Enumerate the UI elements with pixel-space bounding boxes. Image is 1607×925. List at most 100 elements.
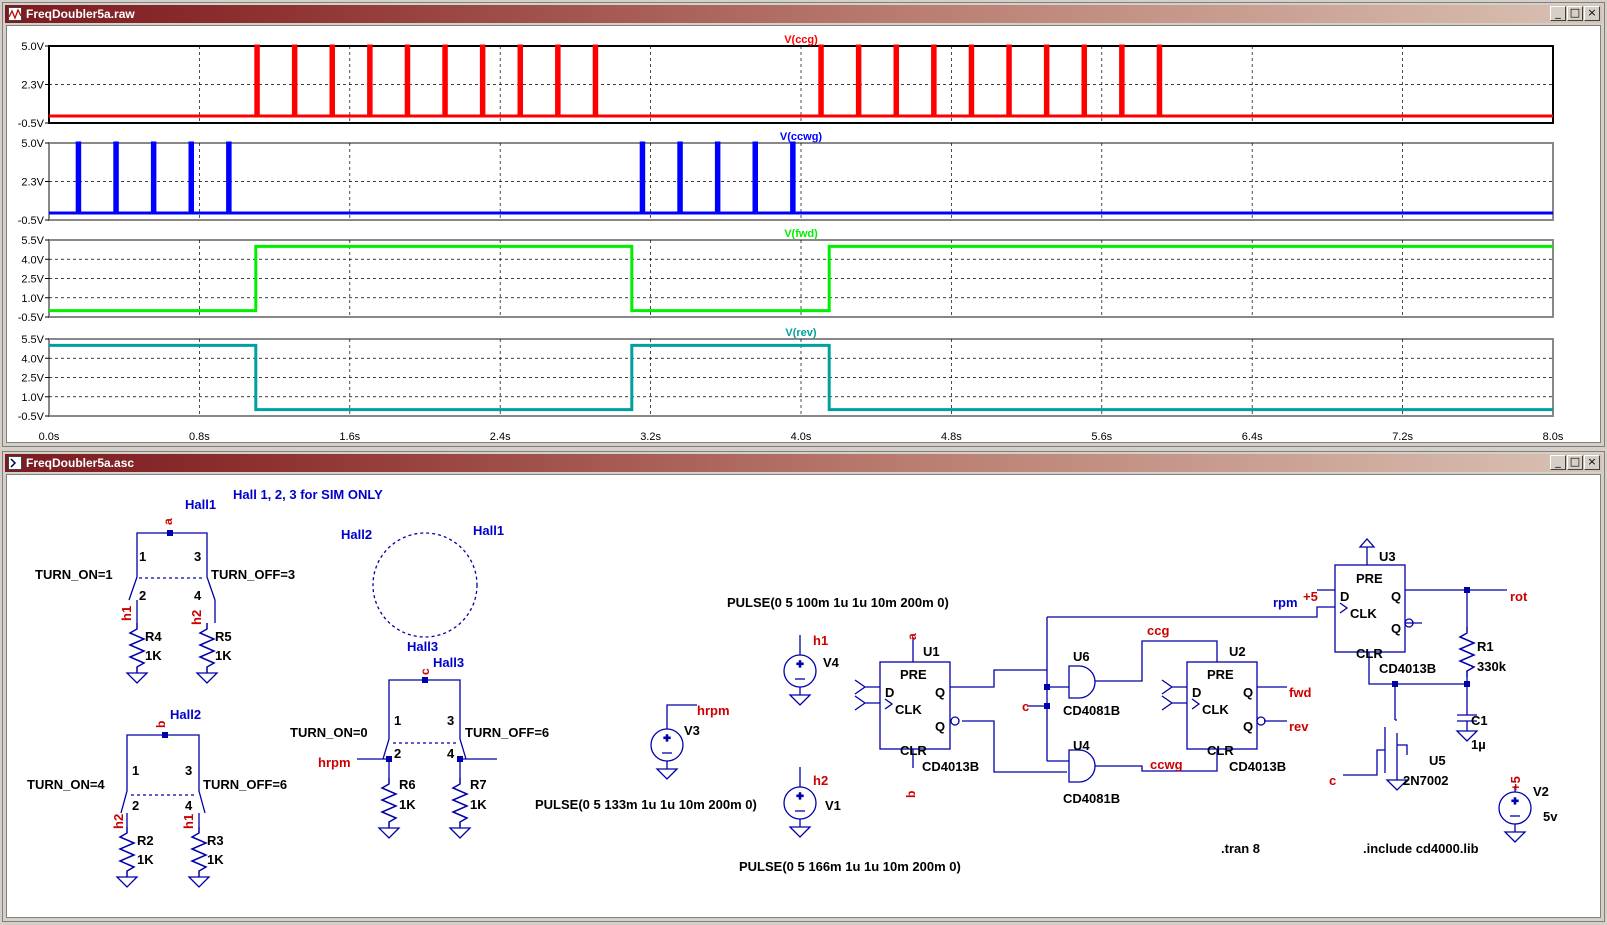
- u4-part: CD4081B: [1063, 791, 1120, 806]
- maximize-button[interactable]: □: [1567, 455, 1583, 470]
- y-tick-label: 2.3V: [21, 80, 44, 92]
- pin-d: D: [1192, 685, 1201, 700]
- pin-label: 4: [194, 588, 202, 603]
- pin-label: 2: [394, 746, 401, 761]
- label-hall1: Hall1: [185, 497, 216, 512]
- y-tick-label: 2.5V: [21, 274, 44, 286]
- r5-value: 1K: [215, 648, 232, 663]
- net-h2: h2: [111, 814, 126, 829]
- hall-note: Hall 1, 2, 3 for SIM ONLY: [233, 487, 383, 502]
- sw3-turn-on: TURN_ON=0: [290, 725, 368, 740]
- c1-value: 1µ: [1471, 737, 1486, 752]
- net-a-u1: a: [905, 633, 919, 640]
- label-u5: U5: [1429, 753, 1446, 768]
- y-tick-label: 5.0V: [21, 138, 44, 150]
- sw2-turn-off: TURN_OFF=6: [203, 777, 287, 792]
- y-tick-label: 5.0V: [21, 41, 44, 53]
- net-fwd: fwd: [1289, 685, 1311, 700]
- label-v1: V1: [825, 798, 841, 813]
- net-ccg: ccg: [1147, 623, 1169, 638]
- pin-clk: CLK: [1350, 606, 1377, 621]
- pulse-v3: PULSE(0 5 133m 1u 1u 10m 200m 0): [535, 797, 757, 812]
- label-u6: U6: [1073, 649, 1090, 664]
- net-h1: h1: [119, 606, 134, 621]
- y-tick-label: -0.5V: [18, 215, 45, 227]
- x-tick-label: 8.0s: [1543, 431, 1564, 443]
- schematic-drawing[interactable]: +: [7, 475, 1602, 920]
- pin-q: Q: [935, 685, 945, 700]
- pin-label: 4: [185, 798, 193, 813]
- label-r7: R7: [470, 777, 487, 792]
- y-tick-label: 1.0V: [21, 392, 44, 404]
- u1-part: CD4013B: [922, 759, 979, 774]
- directive-tran[interactable]: .tran 8: [1221, 841, 1260, 856]
- net-rot: rot: [1510, 589, 1528, 604]
- maximize-button[interactable]: □: [1567, 6, 1583, 21]
- r7-value: 1K: [470, 797, 487, 812]
- trace-title: V(rev): [785, 327, 817, 339]
- label-r1: R1: [1477, 639, 1494, 654]
- schematic-canvas[interactable]: +: [6, 474, 1601, 918]
- pin-label: 4: [447, 746, 455, 761]
- label-c1: C1: [1471, 713, 1488, 728]
- pin-q: Q: [1243, 685, 1253, 700]
- waveform-chart[interactable]: 5.0V2.3V-0.5VV(ccg)5.0V2.3V-0.5VV(ccwg)5…: [7, 26, 1602, 446]
- pin-d: D: [1340, 589, 1349, 604]
- sw2-turn-on: TURN_ON=4: [27, 777, 105, 792]
- r6-value: 1K: [399, 797, 416, 812]
- pin-qbar: Q: [1391, 621, 1401, 636]
- trace-vccwg: [49, 141, 1553, 215]
- circle-hall3: Hall3: [407, 639, 438, 654]
- pin-clr: CLR: [1207, 743, 1234, 758]
- pin-pre: PRE: [900, 667, 927, 682]
- net-hrpm-v3: hrpm: [697, 703, 730, 718]
- minimize-button[interactable]: _: [1550, 6, 1566, 21]
- pin-d: D: [885, 685, 894, 700]
- net-b-u1: b: [904, 791, 918, 798]
- u2-part: CD4013B: [1229, 759, 1286, 774]
- pin-label: 1: [394, 713, 401, 728]
- net-h2: h2: [189, 610, 204, 625]
- y-tick-label: -0.5V: [18, 118, 45, 130]
- schematic-app-icon: [8, 456, 22, 470]
- pin-label: 3: [447, 713, 454, 728]
- schematic-titlebar[interactable]: FreqDoubler5a.asc _ □ ×: [5, 454, 1602, 472]
- y-tick-label: 4.0V: [21, 254, 44, 266]
- label-u4: U4: [1073, 738, 1090, 753]
- label-r2: R2: [137, 833, 154, 848]
- x-tick-label: 3.2s: [640, 431, 661, 443]
- x-tick-label: 0.0s: [39, 431, 60, 443]
- x-tick-label: 4.0s: [791, 431, 812, 443]
- y-tick-label: 5.5V: [21, 334, 44, 346]
- label-u1: U1: [923, 644, 940, 659]
- close-button[interactable]: ×: [1584, 6, 1600, 21]
- pin-clr: CLR: [900, 743, 927, 758]
- pin-clr: CLR: [1356, 646, 1383, 661]
- schematic-window: FreqDoubler5a.asc _ □ × +: [2, 451, 1605, 922]
- trace-title: V(ccwg): [780, 131, 823, 143]
- sw1-turn-on: TURN_ON=1: [35, 567, 113, 582]
- label-u3: U3: [1379, 549, 1396, 564]
- trace-title: V(ccg): [784, 34, 818, 46]
- waveform-titlebar[interactable]: FreqDoubler5a.raw _ □ ×: [5, 5, 1602, 23]
- net-plus5-u3: +5: [1303, 589, 1318, 604]
- u6-part: CD4081B: [1063, 703, 1120, 718]
- label-r5: R5: [215, 629, 232, 644]
- u5-part: 2N7002: [1403, 773, 1449, 788]
- circle-hall2: Hall2: [341, 527, 372, 542]
- label-hall3: Hall3: [433, 655, 464, 670]
- close-button[interactable]: ×: [1584, 455, 1600, 470]
- pin-label: 2: [132, 798, 139, 813]
- net-c: c: [418, 668, 432, 675]
- label-v4: V4: [823, 655, 840, 670]
- circle-hall1: Hall1: [473, 523, 504, 538]
- directive-include[interactable]: .include cd4000.lib: [1363, 841, 1479, 856]
- net-rpm: rpm: [1273, 595, 1298, 610]
- pin-clk: CLK: [895, 702, 922, 717]
- minimize-button[interactable]: _: [1550, 455, 1566, 470]
- r2-value: 1K: [137, 852, 154, 867]
- pin-clk: CLK: [1202, 702, 1229, 717]
- pin-pre: PRE: [1207, 667, 1234, 682]
- label-r3: R3: [207, 833, 224, 848]
